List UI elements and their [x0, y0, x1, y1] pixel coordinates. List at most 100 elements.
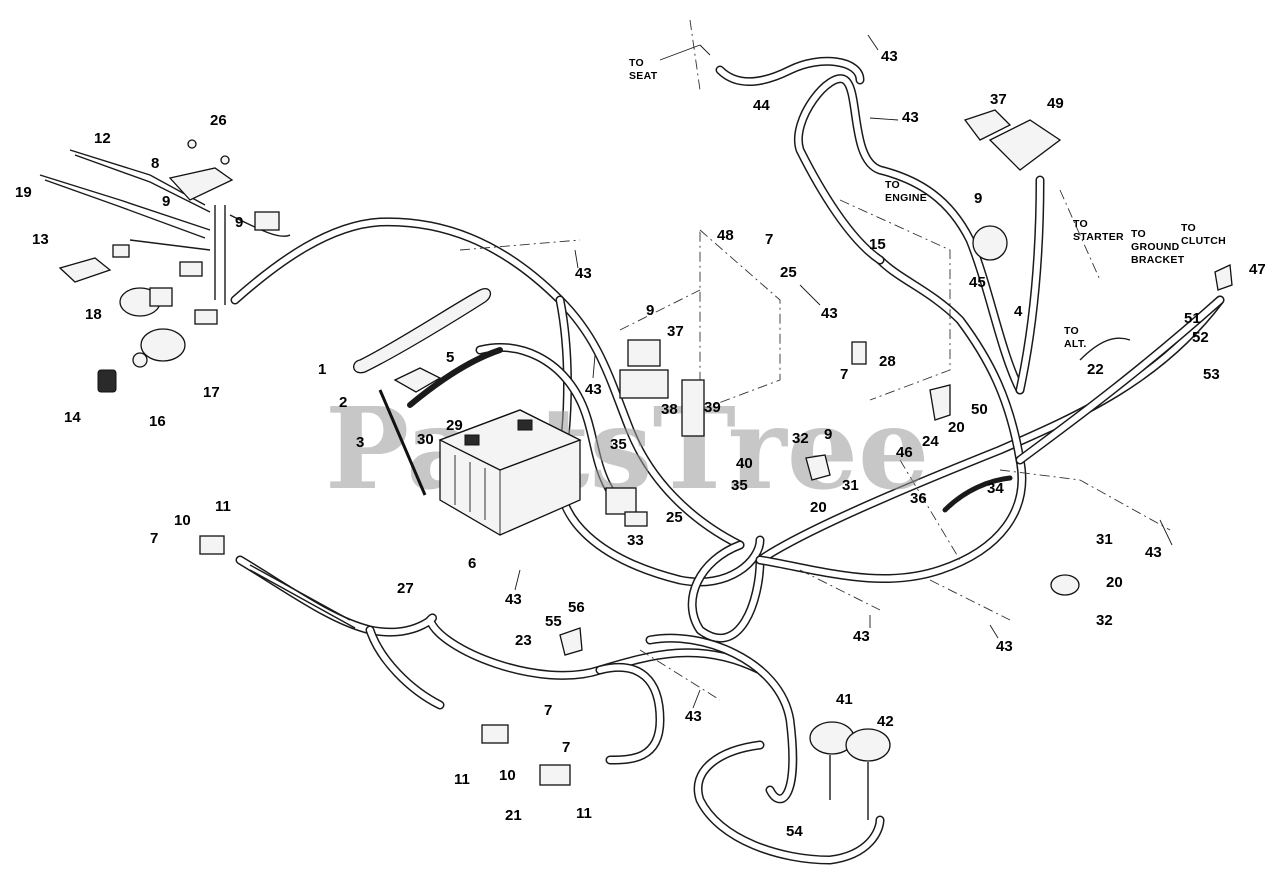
callout-43-d: 43	[821, 305, 838, 322]
callout-40: 40	[736, 455, 753, 472]
main-harness	[230, 56, 1225, 865]
note-to-ground-3: BRACKET	[1131, 254, 1185, 266]
callout-34: 34	[987, 480, 1004, 497]
phantom-lines	[459, 19, 1171, 701]
callout-12: 12	[94, 130, 111, 147]
callout-29: 29	[446, 417, 463, 434]
callout-10-a: 10	[174, 512, 191, 529]
callout-numbers: 1 2 3 4 5 6 7 7 7 7 7 8 9 9 9 9 9 10 10 …	[15, 48, 1266, 840]
p-clamp-right	[1050, 574, 1080, 596]
callout-43-h: 43	[996, 638, 1013, 655]
ignition-switch	[140, 328, 186, 362]
callout-43-i: 43	[1145, 544, 1162, 561]
leader-lines	[514, 34, 1173, 709]
callout-32-a: 32	[792, 430, 809, 447]
callout-23: 23	[515, 632, 532, 649]
callout-9-e: 9	[974, 190, 982, 207]
note-to-clutch-1: TO	[1181, 222, 1196, 234]
callout-7-d: 7	[544, 702, 552, 719]
callout-39: 39	[704, 399, 721, 416]
note-to-engine-1: TO	[885, 179, 900, 191]
battery-cable	[407, 347, 503, 408]
callout-25-a: 25	[780, 264, 797, 281]
callout-43-f: 43	[505, 591, 522, 608]
callout-46: 46	[896, 444, 913, 461]
callout-9-d: 9	[824, 426, 832, 443]
routing-notes: TO SEAT TO ENGINE TO STARTER TO GROUND B…	[629, 57, 1226, 350]
voltmeter	[972, 225, 1008, 261]
callout-2: 2	[339, 394, 347, 411]
callout-32-b: 32	[1096, 612, 1113, 629]
ignition-key	[97, 369, 117, 393]
note-to-starter-2: STARTER	[1073, 231, 1124, 243]
callout-21: 21	[505, 807, 522, 824]
note-to-alt-1: TO	[1064, 325, 1079, 337]
callout-9-a: 9	[162, 193, 170, 210]
callout-13: 13	[32, 231, 49, 248]
callout-10-b: 10	[499, 767, 516, 784]
callout-15: 15	[869, 236, 886, 253]
callout-11-a: 11	[215, 498, 231, 515]
callout-11-b: 11	[454, 771, 470, 788]
callout-37-b: 37	[667, 323, 684, 340]
callout-25-b: 25	[666, 509, 683, 526]
callout-14: 14	[64, 409, 81, 426]
callout-31-a: 31	[842, 477, 859, 494]
callout-17: 17	[203, 384, 220, 401]
callout-43-a: 43	[881, 48, 898, 65]
note-to-ground-1: TO	[1131, 228, 1146, 240]
pto-switch	[119, 287, 173, 317]
switch-harness-group	[39, 139, 291, 325]
callout-33: 33	[627, 532, 644, 549]
callout-20-c: 20	[1106, 574, 1123, 591]
ground-cable	[942, 475, 1013, 513]
relay-cluster	[605, 339, 705, 515]
callout-43-j: 43	[685, 708, 702, 725]
ignition-nut	[132, 352, 148, 368]
callout-7-b: 7	[840, 366, 848, 383]
callout-52: 52	[1192, 329, 1209, 346]
callout-43-e: 43	[585, 381, 602, 398]
pto-interlock-switch	[539, 764, 571, 786]
note-to-ground-2: GROUND	[1131, 241, 1180, 253]
callout-1: 1	[318, 361, 326, 378]
callout-7-a: 7	[765, 231, 773, 248]
p-clamp	[805, 454, 831, 481]
alternator-lead	[1079, 337, 1131, 361]
callout-53: 53	[1203, 366, 1220, 383]
callout-49: 49	[1047, 95, 1064, 112]
callout-9-b: 9	[235, 214, 243, 231]
callout-35-b: 35	[731, 477, 748, 494]
callout-42: 42	[877, 713, 894, 730]
callout-3: 3	[356, 434, 364, 451]
callout-37-a: 37	[990, 91, 1007, 108]
callout-30: 30	[417, 431, 434, 448]
callout-45: 45	[969, 274, 986, 291]
seat-switch-left	[199, 535, 225, 555]
callout-7-c: 7	[150, 530, 158, 547]
callout-28: 28	[879, 353, 896, 370]
callout-20-a: 20	[948, 419, 965, 436]
callout-18: 18	[85, 306, 102, 323]
callout-20-b: 20	[810, 499, 827, 516]
callout-9-c: 9	[646, 302, 654, 319]
note-to-alt-2: ALT.	[1064, 338, 1087, 350]
terminal-cover	[393, 367, 442, 393]
callout-8: 8	[151, 155, 159, 172]
callout-43-g: 43	[853, 628, 870, 645]
battery-rod	[378, 389, 427, 496]
callout-50: 50	[971, 401, 988, 418]
harness-clip	[559, 627, 583, 656]
callout-54: 54	[786, 823, 803, 840]
fuse-block	[963, 109, 1062, 171]
callout-31-b: 31	[1096, 531, 1113, 548]
clutch-connector	[1214, 264, 1233, 291]
note-to-seat-1: TO	[629, 57, 644, 69]
note-to-seat-2: SEAT	[629, 70, 658, 82]
battery-hold-down-strap	[353, 288, 492, 374]
connector-33	[624, 511, 648, 527]
callout-35-a: 35	[610, 436, 627, 453]
callout-36: 36	[910, 490, 927, 507]
